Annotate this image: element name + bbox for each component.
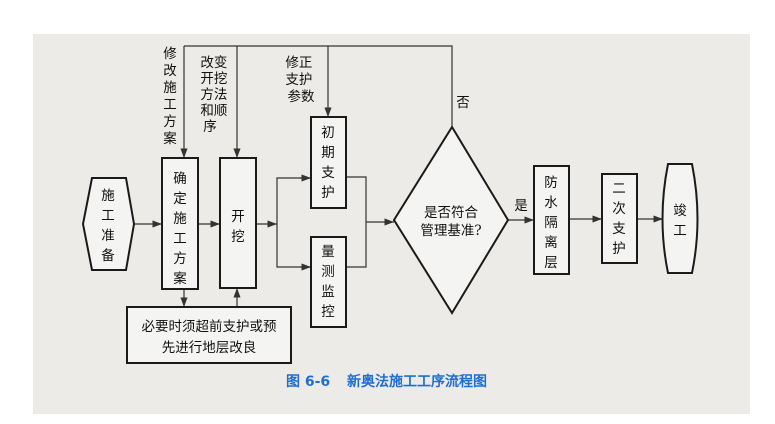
yes-label: 是 <box>514 198 528 214</box>
caption-number: 图 6-6 <box>286 374 330 390</box>
modify-plan-label: 修改施工方案 <box>163 46 177 147</box>
monitoring-label: 量测监控 <box>321 244 335 320</box>
secondary-lining-label: 二次支护 <box>612 181 626 257</box>
connectors <box>134 45 663 307</box>
adjust-support-label: 修正 支护 参数 <box>285 55 316 105</box>
secondary-lining-node <box>601 173 638 264</box>
excavate-node <box>219 157 257 289</box>
excavate-label: 开挖 <box>231 209 245 245</box>
start-node <box>81 177 136 271</box>
caption-title: 新奥法施工工序流程图 <box>347 373 487 390</box>
start-label: 施工准备 <box>101 188 115 264</box>
change-method-label: 改变 开挖 方法 和顺 序 <box>200 55 231 135</box>
plan-node <box>161 157 199 290</box>
waterproof-label: 防水隔离层 <box>544 175 558 271</box>
initial-support-label: 初期支护 <box>321 125 335 201</box>
monitoring-node <box>310 236 347 328</box>
waterproof-node <box>533 165 570 275</box>
pre-support-node <box>126 306 292 364</box>
decision-label: 是否符合管理基准? <box>420 205 481 239</box>
no-label: 否 <box>456 95 470 111</box>
pre-support-label: 必要时须超前支护或预先进行地层改良 <box>142 318 277 356</box>
initial-support-node <box>310 116 347 209</box>
plan-label: 确定施工方案 <box>173 171 187 287</box>
finish-label: 竣工 <box>673 203 687 239</box>
finish-node <box>661 163 699 274</box>
decision-node <box>392 125 510 315</box>
caption: 图 6-6 新奥法施工工序流程图 <box>286 373 487 390</box>
